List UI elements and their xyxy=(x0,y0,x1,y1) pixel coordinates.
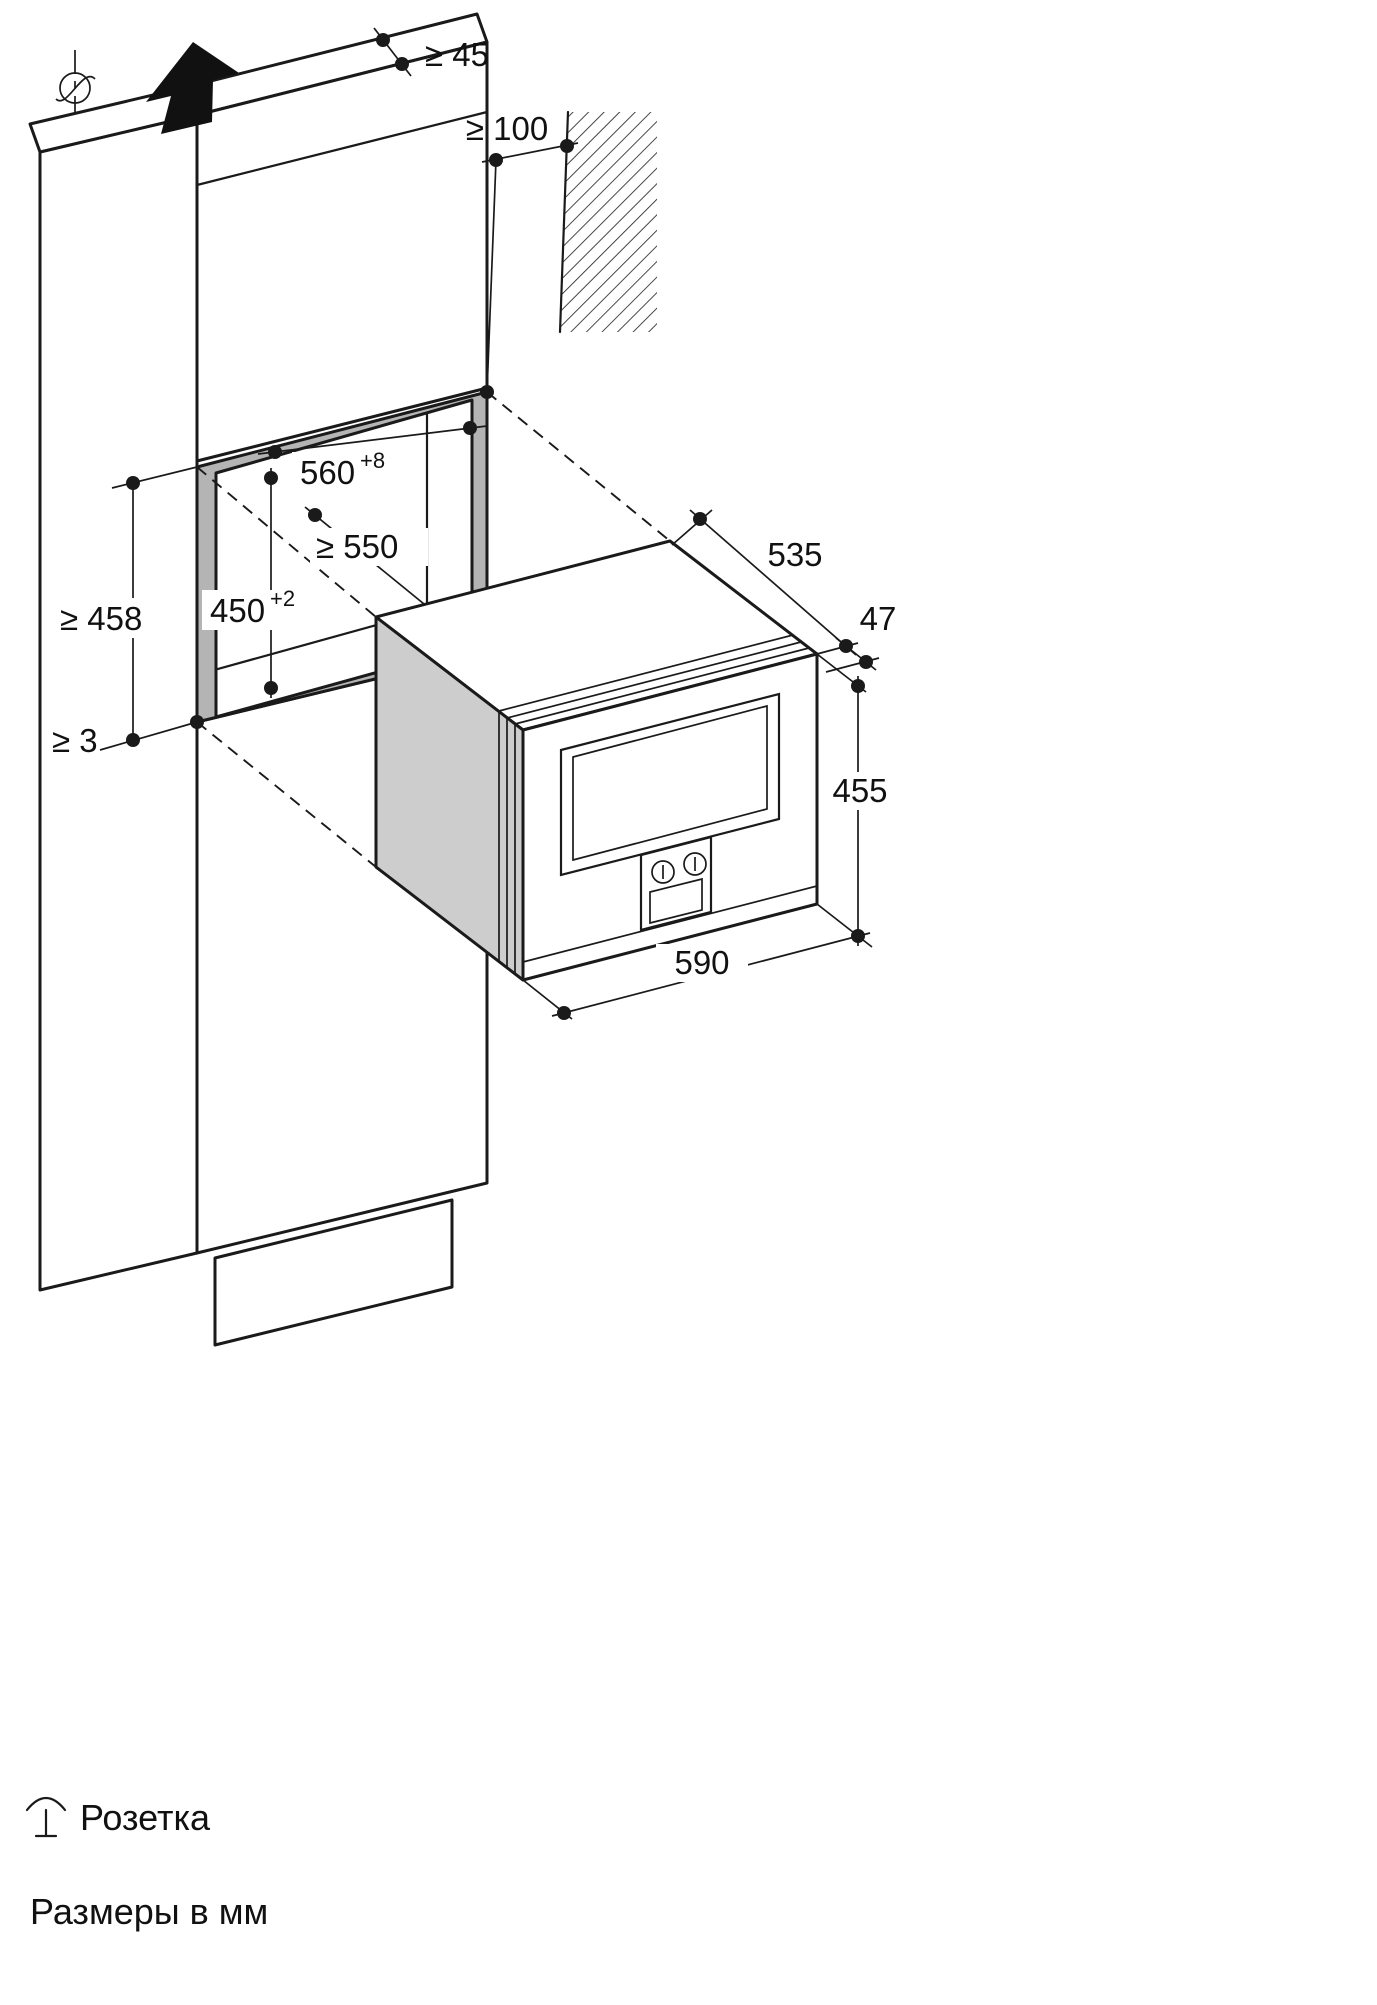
control-panel xyxy=(639,835,713,932)
dim-tolerance: +2 xyxy=(270,586,295,611)
dim-label: 535 xyxy=(767,536,822,573)
dim-tolerance: +8 xyxy=(360,448,385,473)
dim-label: 450 xyxy=(210,592,265,629)
dim-label: ≥ 550 xyxy=(316,528,398,565)
dim-label: ≥ 3 xyxy=(52,722,98,759)
socket-label: Розетка xyxy=(80,1797,211,1838)
socket-icon xyxy=(25,1796,67,1838)
dim-label: ≥ 100 xyxy=(466,110,548,147)
appliance xyxy=(374,539,819,982)
dim-niche-height: 450 +2 xyxy=(202,468,330,698)
knob-right xyxy=(683,852,707,876)
dim-label: ≥ 458 xyxy=(60,600,142,637)
cabinet-plinth xyxy=(213,1198,454,1347)
dim-label: 455 xyxy=(832,772,887,809)
cabinet-upper-front xyxy=(195,40,489,463)
door-window xyxy=(559,692,781,877)
door-window-inner xyxy=(572,704,768,862)
dim-label: ≥ 45 xyxy=(425,36,489,73)
up-arrow-icon xyxy=(146,42,239,134)
cabinet-side-panel xyxy=(38,113,199,1292)
dim-wall-clearance: ≥ 100 xyxy=(466,110,579,393)
knob-left xyxy=(651,860,675,884)
wall-hatch xyxy=(558,110,657,334)
dim-label: 560 xyxy=(300,454,355,491)
break-mark-icon xyxy=(55,72,96,104)
dim-door-protrusion: 47 xyxy=(825,600,897,673)
legend: Розетка Размеры в мм xyxy=(25,1796,268,1932)
dim-label: 590 xyxy=(674,944,729,981)
panel-display xyxy=(649,877,703,925)
dim-top-clearance: ≥ 45 xyxy=(373,27,489,77)
dim-appliance-width: 590 xyxy=(522,932,871,1020)
units-label: Размеры в мм xyxy=(30,1891,268,1932)
dim-front-cutout-height: ≥ 458 xyxy=(52,466,198,751)
dim-niche-width: 560 +8 xyxy=(257,421,488,492)
dim-label: 47 xyxy=(860,600,897,637)
dim-appliance-height: 455 xyxy=(816,653,892,948)
dim-bottom-gap: ≥ 3 xyxy=(52,722,98,759)
